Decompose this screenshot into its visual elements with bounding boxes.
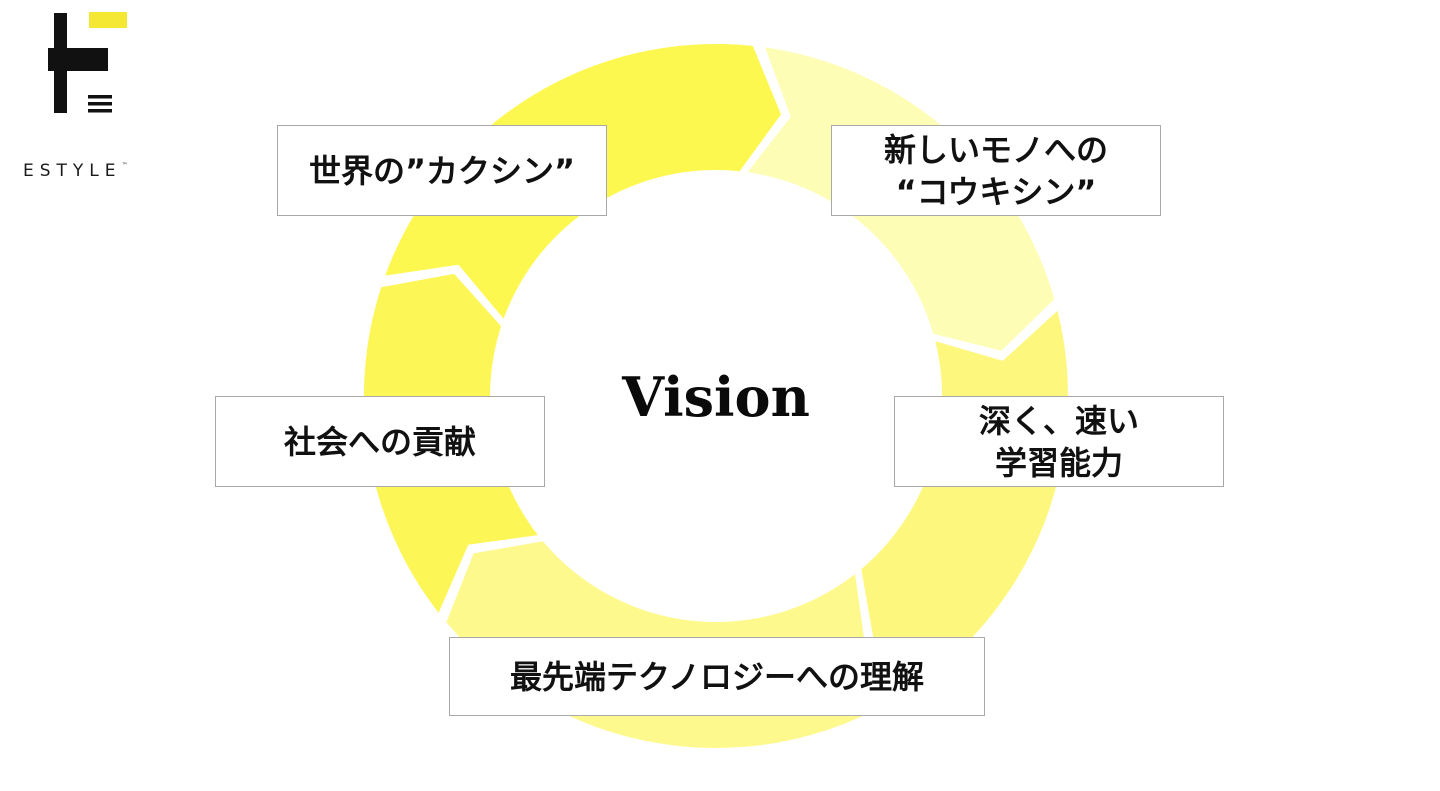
brand-name: ESTYLE™ — [23, 161, 128, 181]
estyle-logo-mark-icon — [48, 12, 127, 113]
node-social-contribution: 社会への貢献 — [215, 396, 545, 487]
node-learning-ability: 深く、速い 学習能力 — [894, 396, 1224, 487]
node-curiosity: 新しいモノへの “コウキシン” — [831, 125, 1161, 216]
node-world-innovation: 世界の”カクシン” — [277, 125, 607, 216]
center-label-vision: Vision — [622, 365, 810, 429]
node-technology-understanding: 最先端テクノロジーへの理解 — [449, 637, 985, 716]
estyle-logo: ESTYLE™ — [20, 10, 170, 190]
